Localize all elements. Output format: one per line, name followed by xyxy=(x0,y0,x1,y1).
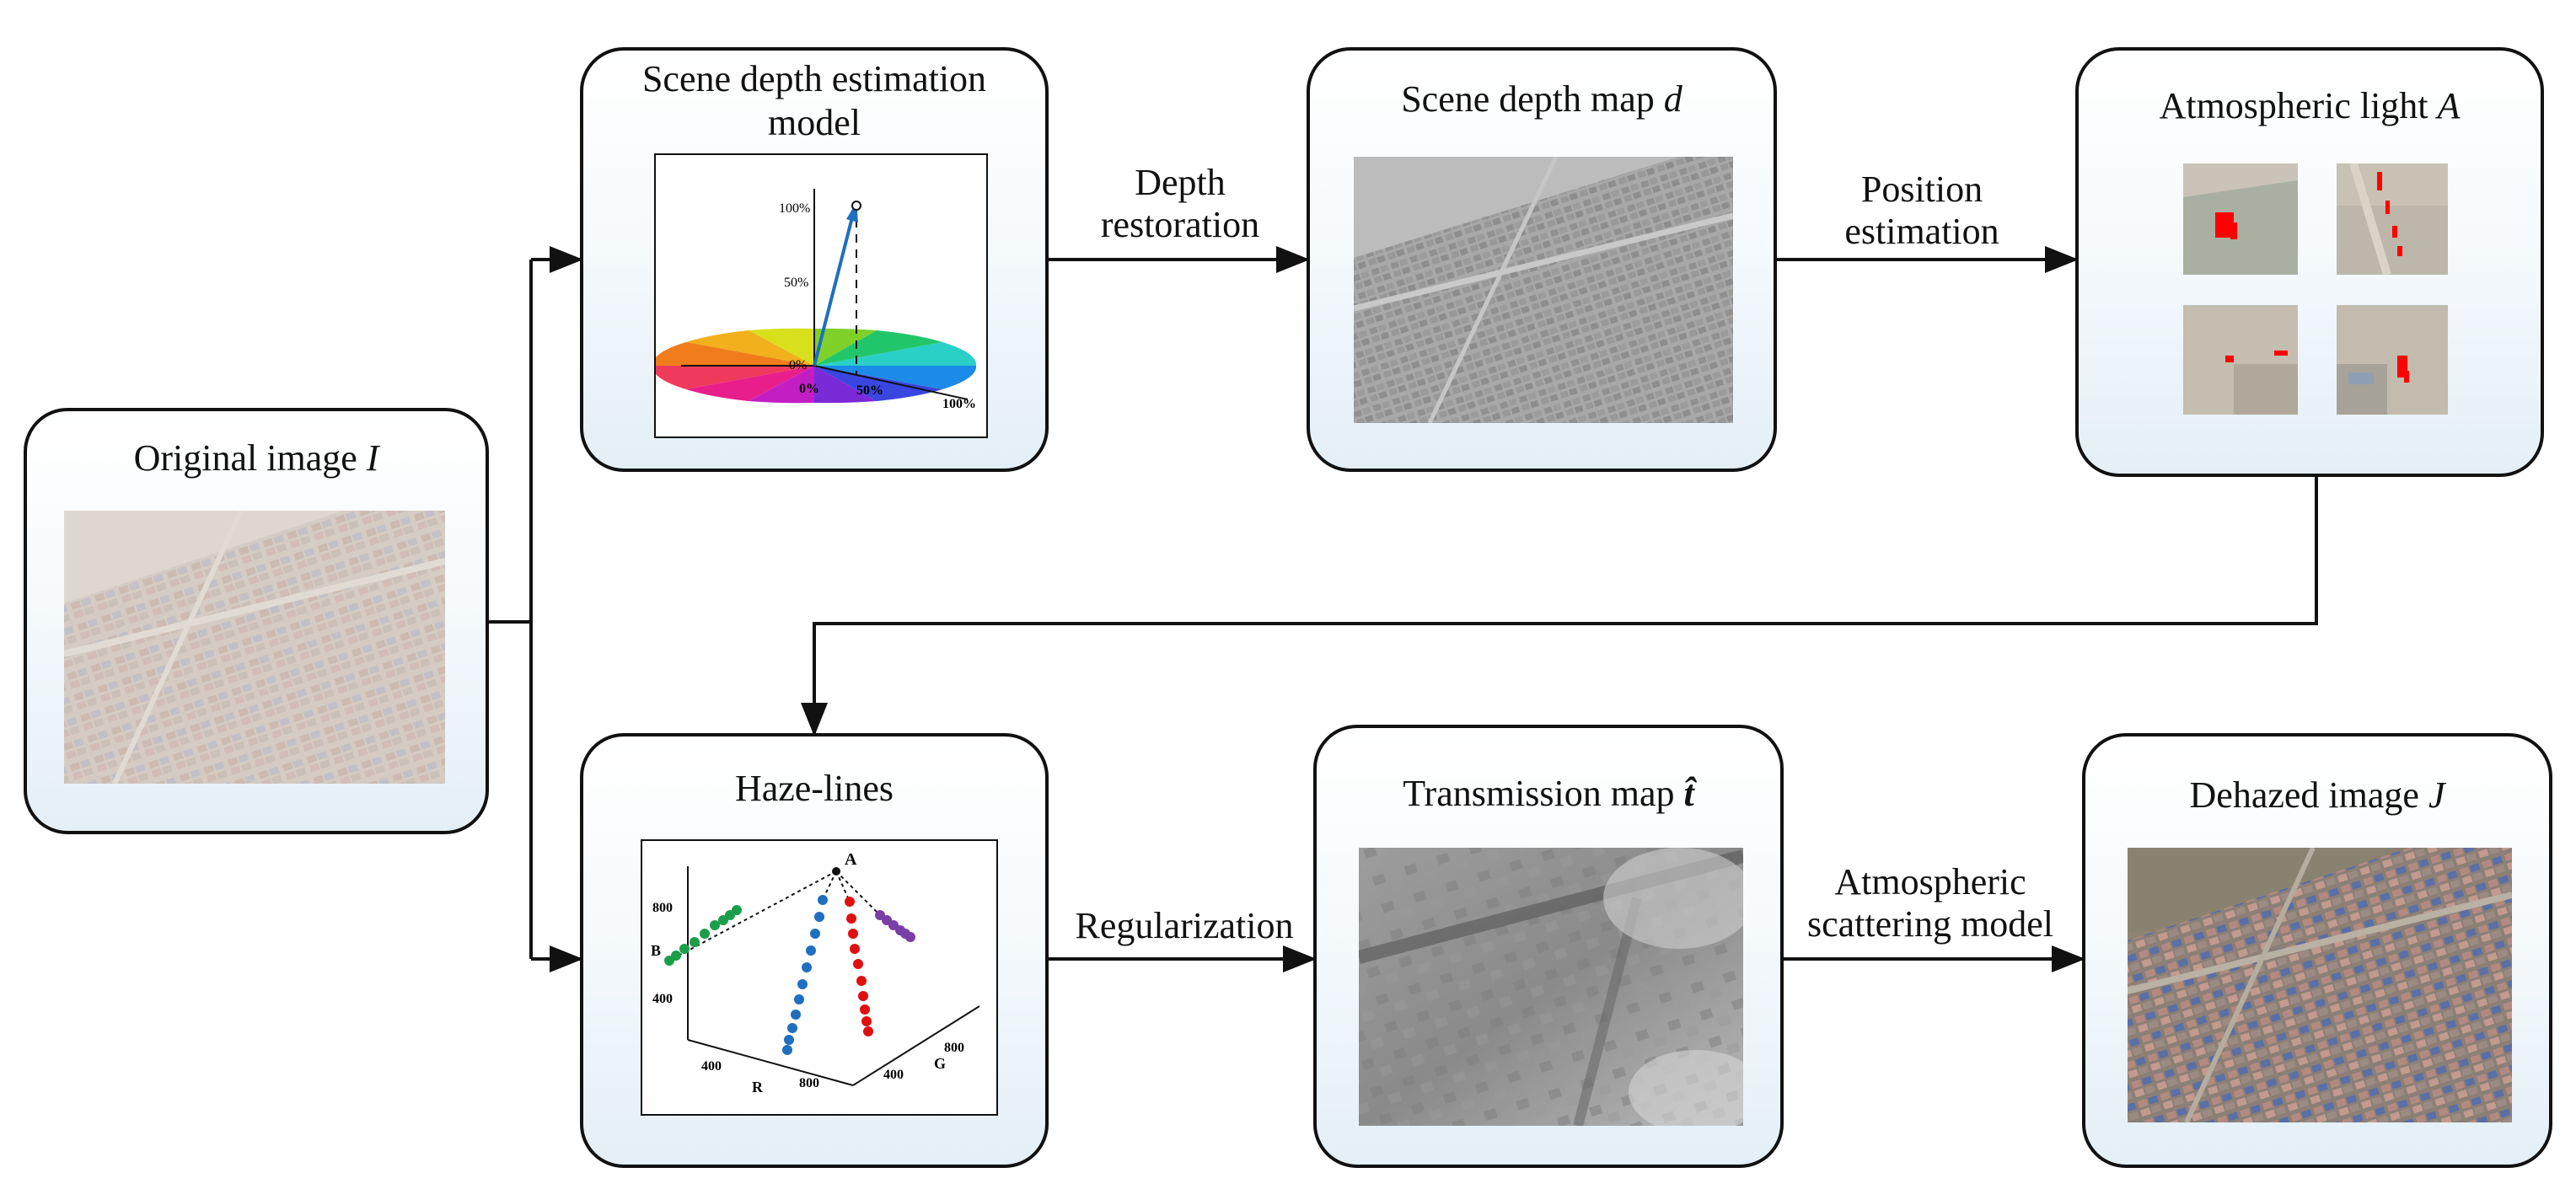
color-wheel-ellipse xyxy=(652,328,977,404)
edge-label-line: Depth xyxy=(1135,162,1226,203)
tick-label: 400 xyxy=(652,992,673,1006)
haze-point-series-4 xyxy=(905,932,915,942)
haze-point-series-1 xyxy=(679,944,690,954)
edge-label-regularization: Regularization xyxy=(1054,905,1315,947)
node-haze-lines: Haze-lines B 800 400 400 R 800 400 G 800… xyxy=(580,733,1049,1168)
tick-label: 800 xyxy=(652,901,673,915)
node-symbol: d xyxy=(1663,78,1682,120)
haze-point-series-2 xyxy=(794,994,804,1004)
tick-label: 800 xyxy=(799,1076,819,1090)
haze-point-series-3 xyxy=(860,1004,870,1015)
haze-point-series-3 xyxy=(850,944,860,954)
node-title: Transmission map t̂ xyxy=(1403,773,1694,814)
edge-label-position-estimation: Position estimation xyxy=(1804,169,2040,253)
light-patch-3 xyxy=(2183,305,2298,415)
node-title: Original image I xyxy=(133,437,379,479)
haze-point-series-1 xyxy=(710,920,720,930)
edge-label-line: scattering model xyxy=(1806,903,2053,945)
haze-point-series-3 xyxy=(846,913,856,924)
node-atmospheric-light: Atmospheric light A xyxy=(2075,47,2544,477)
haze-point-series-2 xyxy=(782,1045,792,1055)
haze-point-series-3 xyxy=(861,1016,872,1026)
haze-point-series-2 xyxy=(784,1035,794,1045)
haze-line-dashed-3 xyxy=(835,870,851,902)
tick-label: 400 xyxy=(883,1068,904,1082)
haze-point-series-1 xyxy=(664,956,674,966)
depth-vector-endpoint xyxy=(851,201,861,211)
tick-label: 0% xyxy=(789,358,807,372)
edge-label-line: Regularization xyxy=(1075,905,1294,946)
edge-label-depth-restoration: Depth restoration xyxy=(1071,162,1290,246)
haze-point-series-2 xyxy=(806,945,816,956)
tick-label: 0% xyxy=(799,382,819,396)
apex-point xyxy=(832,867,840,876)
tick-label: 100% xyxy=(779,201,810,216)
edge-label-line: Atmospheric xyxy=(1834,861,2026,902)
haze-point-series-2 xyxy=(810,929,820,939)
node-scene-depth-map: Scene depth map d xyxy=(1307,47,1777,472)
tick-label: 400 xyxy=(701,1059,722,1074)
haze-point-series-2 xyxy=(791,1010,801,1020)
edge-label-line: estimation xyxy=(1844,211,1999,252)
haze-point-series-3 xyxy=(858,991,868,1001)
node-symbol: t̂ xyxy=(1683,773,1694,814)
edge-label-scattering: Atmospheric scattering model xyxy=(1779,861,2082,945)
light-patch-4 xyxy=(2337,305,2448,415)
haze-point-series-2 xyxy=(787,1023,797,1033)
node-title: Scene depth estimation model xyxy=(641,58,987,143)
axis-label: B xyxy=(651,942,661,959)
hazy-aerial-photo xyxy=(64,511,445,784)
tick-label: 800 xyxy=(944,1041,964,1055)
axis-label: G xyxy=(934,1055,946,1072)
node-symbol: I xyxy=(366,437,379,479)
apex-label: A xyxy=(845,850,857,869)
node-title: Scene depth map d xyxy=(1401,78,1682,120)
edge-label-line: Position xyxy=(1860,169,1983,210)
node-symbol: A xyxy=(2437,85,2461,126)
node-title: Atmospheric light A xyxy=(2159,85,2461,126)
haze-point-series-2 xyxy=(814,912,824,922)
haze-line-dashed-4 xyxy=(835,870,881,916)
dehazed-aerial-photo xyxy=(2128,848,2512,1122)
haze-point-series-2 xyxy=(818,895,828,905)
haze-lines-chart: B 800 400 400 R 800 400 G 800 A xyxy=(651,850,980,1095)
light-patch-1 xyxy=(2183,163,2298,275)
edge-label-line: restoration xyxy=(1100,204,1260,245)
node-title: Dehazed image J xyxy=(2189,774,2445,816)
depth-map-image xyxy=(1354,157,1733,423)
haze-point-series-3 xyxy=(845,897,855,907)
haze-point-series-3 xyxy=(853,959,863,969)
node-title: Haze-lines xyxy=(734,768,894,809)
light-patch-2 xyxy=(2337,163,2448,275)
haze-point-series-1 xyxy=(700,929,710,939)
haze-point-series-1 xyxy=(690,937,700,947)
tick-label: 50% xyxy=(856,383,883,398)
haze-point-series-3 xyxy=(856,976,867,986)
haze-point-series-3 xyxy=(863,1026,873,1036)
haze-lines-chart-frame: B 800 400 400 R 800 400 G 800 A xyxy=(641,839,998,1116)
haze-point-series-3 xyxy=(848,929,858,939)
tick-label: 100% xyxy=(942,397,976,411)
haze-point-series-1 xyxy=(718,915,728,925)
haze-point-series-2 xyxy=(802,962,812,972)
axis-label: R xyxy=(752,1079,764,1095)
haze-point-series-2 xyxy=(797,979,808,989)
haze-line-dashed-2 xyxy=(822,870,837,901)
node-dehazed-image: Dehazed image J xyxy=(2082,733,2552,1168)
node-depth-estimation-model: Scene depth estimation model xyxy=(580,47,1049,472)
tick-label: 50% xyxy=(784,276,808,290)
node-symbol: J xyxy=(2428,774,2445,816)
depth-model-chart-frame: 100% 50% 0% 0% 50% 100% xyxy=(652,153,988,438)
edge-light-to-haze xyxy=(801,477,2318,736)
transmission-map-image xyxy=(1359,848,1743,1126)
depth-model-chart: 100% 50% 0% 0% 50% 100% xyxy=(652,189,977,411)
node-transmission-map: Transmission map t̂ xyxy=(1313,725,1784,1168)
node-original-image: Original image I xyxy=(24,408,489,834)
